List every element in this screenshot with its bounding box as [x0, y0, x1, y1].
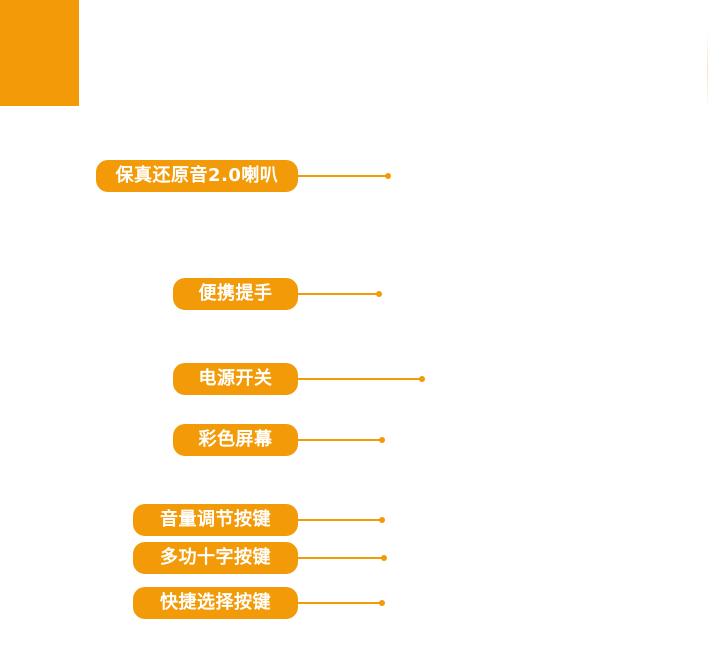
leader-line [298, 519, 382, 521]
callout-color-screen: 彩色屏幕 [173, 424, 393, 456]
leader-endpoint [385, 173, 391, 179]
callout-speaker: 保真还原音2.0喇叭 [96, 160, 396, 192]
callout-label: 音量调节按键 [133, 504, 298, 536]
leader-line [298, 602, 382, 604]
callout-dpad-keys: 多功十字按键 [133, 542, 393, 574]
leader-line [298, 378, 422, 380]
edge-divider [707, 30, 708, 110]
leader-endpoint [381, 555, 387, 561]
leader-endpoint [379, 517, 385, 523]
corner-accent-block [0, 0, 79, 106]
leader-line [298, 557, 384, 559]
callout-label: 快捷选择按键 [133, 587, 298, 619]
callout-label: 保真还原音2.0喇叭 [96, 160, 298, 192]
leader-line [298, 293, 378, 295]
leader-endpoint [379, 437, 385, 443]
callout-label: 彩色屏幕 [173, 424, 298, 456]
callout-volume-keys: 音量调节按键 [133, 504, 393, 536]
callout-shortcut-keys: 快捷选择按键 [133, 587, 393, 619]
leader-endpoint [379, 600, 385, 606]
leader-endpoint [376, 291, 382, 297]
callout-label: 便携提手 [173, 278, 298, 310]
callout-power-switch: 电源开关 [173, 363, 433, 395]
callout-handle: 便携提手 [173, 278, 393, 310]
callout-label: 多功十字按键 [133, 542, 298, 574]
leader-endpoint [419, 376, 425, 382]
leader-line [298, 175, 388, 177]
callout-label: 电源开关 [173, 363, 298, 395]
leader-line [298, 439, 382, 441]
